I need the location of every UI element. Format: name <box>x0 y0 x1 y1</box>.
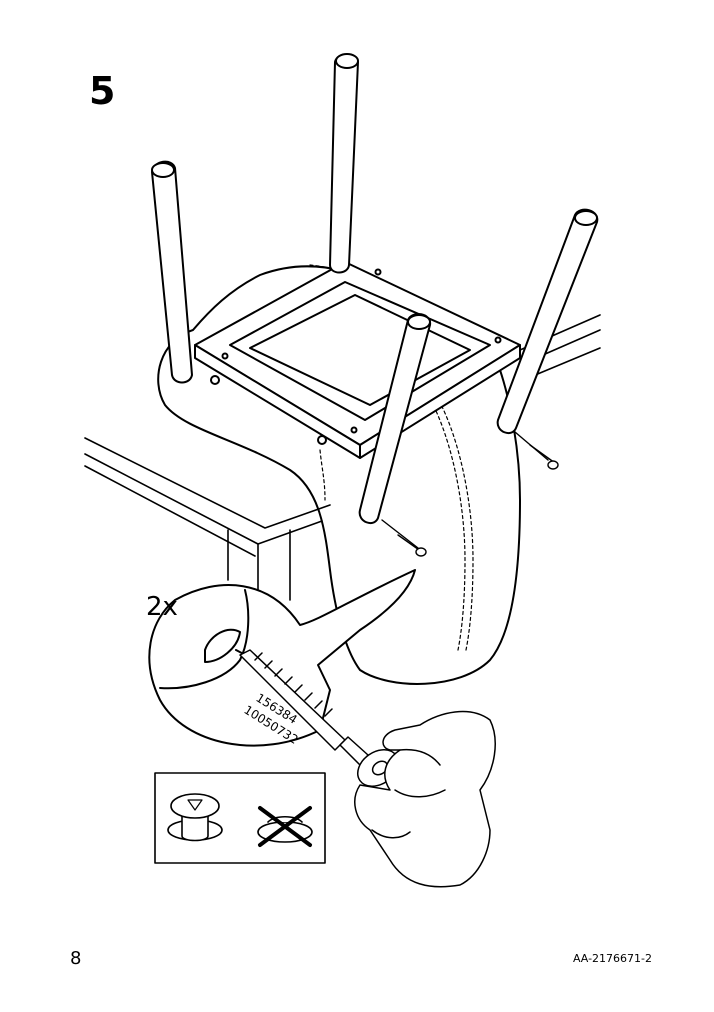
detail-magnifier <box>148 569 416 747</box>
page-number: 8 <box>70 948 82 969</box>
chair-legs-illustration <box>151 53 599 525</box>
inset-box <box>154 772 326 864</box>
chair-frame-illustration <box>194 261 521 459</box>
hand-illustration <box>354 710 496 888</box>
incorrect-screw-head-icon <box>257 806 313 847</box>
document-code: AA-2176671-2 <box>572 952 652 965</box>
screw-illustration <box>381 431 559 557</box>
step-number: 5 <box>89 69 116 113</box>
correct-screw-head-icon <box>167 793 223 842</box>
quantity-label: 2x <box>146 592 178 622</box>
long-screw-icon <box>239 649 399 787</box>
